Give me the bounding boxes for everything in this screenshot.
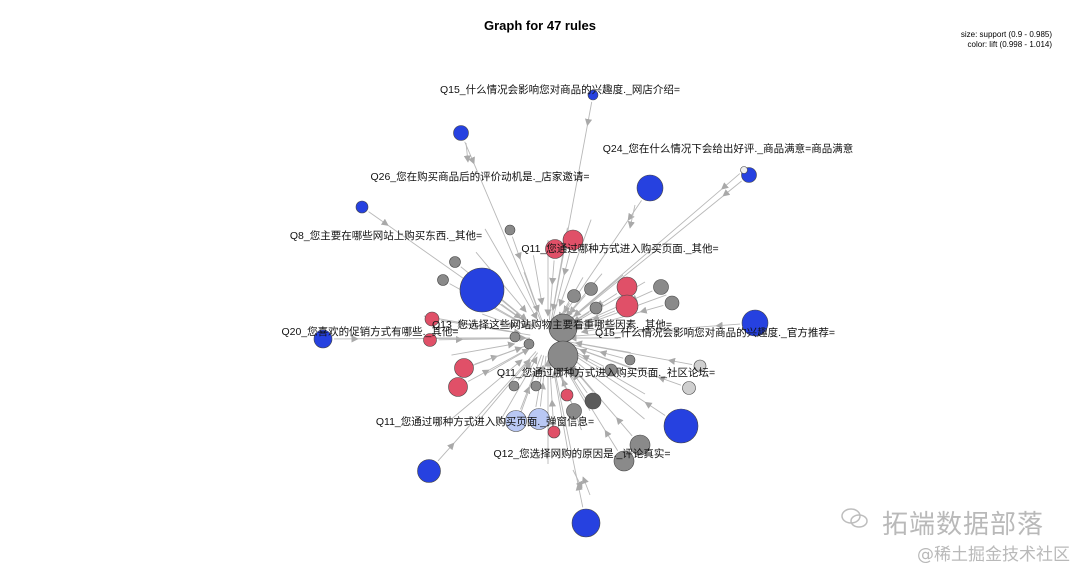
rule-node — [665, 296, 679, 310]
edge-layer — [334, 102, 742, 507]
rule-node — [505, 225, 515, 235]
edge — [541, 355, 544, 367]
edge — [587, 102, 591, 126]
label-layer: Q15_什么情况会影响您对商品的兴趣度._网店介绍= Q24_您在什么情况下会给出… — [281, 83, 853, 460]
item-label: Q24_您在什么情况下会给出好评._商品满意=商品满意 — [603, 142, 854, 155]
rule-node — [585, 283, 598, 296]
edge — [640, 305, 663, 312]
rule-node — [510, 332, 520, 342]
item-label: Q11_您通过哪种方式进入购买页面._社区论坛= — [497, 366, 715, 379]
rule-node — [418, 460, 441, 483]
edge — [573, 470, 582, 488]
rule-node — [617, 277, 637, 297]
rule-node — [460, 268, 504, 312]
watermark-sub: @稀土掘金技术社区 — [917, 540, 1070, 565]
edge — [438, 443, 454, 461]
edge — [520, 387, 529, 409]
edge — [723, 181, 742, 196]
edge — [501, 304, 520, 318]
legend: size: support (0.9 - 0.985) color: lift … — [961, 30, 1052, 50]
rule-node — [572, 509, 600, 537]
edge — [562, 189, 722, 326]
edge — [564, 252, 570, 275]
rule-node — [449, 378, 468, 397]
rule-node — [637, 175, 663, 201]
edge — [533, 255, 542, 304]
node-layer — [314, 90, 768, 537]
edge — [552, 260, 554, 284]
edge — [669, 360, 693, 364]
graph-title: Graph for 47 rules — [0, 18, 1080, 33]
item-label: Q26_您在购买商品后的评价动机是._店家邀请= — [370, 170, 589, 183]
item-label: Q11_您通过哪种方式进入购买页面._弹窗信息= — [376, 415, 594, 428]
rule-node — [531, 381, 541, 391]
edge — [520, 259, 542, 321]
item-label: Q11_您通过哪种方式进入购买页面._其他= — [521, 242, 718, 255]
item-label: Q12_您选择网购的原因是._评论真实= — [493, 447, 670, 460]
rule-node — [455, 359, 474, 378]
edge — [617, 418, 633, 436]
rule-node — [625, 355, 635, 365]
rule-node — [450, 257, 461, 268]
watermark-main: 拓端数据部落 — [882, 504, 1044, 541]
item-label: Q15_什么情况会影响您对商品的兴趣度._网店介绍= — [440, 83, 680, 96]
edge — [628, 200, 641, 220]
rule-node — [616, 295, 638, 317]
edge — [549, 284, 552, 320]
rule-node — [683, 382, 696, 395]
edge — [645, 402, 665, 415]
legend-size: size: support (0.9 - 0.985) — [961, 30, 1052, 40]
rule-node — [509, 381, 519, 391]
edge — [722, 174, 740, 190]
rule-node — [590, 302, 602, 314]
edge — [562, 196, 723, 327]
rule-node — [664, 409, 698, 443]
item-label: Q8_您主要在哪些网站上购买东西._其他= — [290, 229, 482, 242]
edge — [524, 272, 538, 311]
legend-color: color: lift (0.998 - 1.014) — [961, 40, 1052, 50]
rule-node — [454, 126, 469, 141]
rule-node — [741, 167, 748, 174]
rule-node — [568, 290, 581, 303]
item-label: Q15_什么情况会影响您对商品的兴趣度._官方推荐= — [595, 326, 835, 339]
edge — [466, 143, 468, 162]
rule-node — [585, 393, 601, 409]
rule-node — [524, 339, 534, 349]
edge — [716, 324, 740, 326]
rule-node — [356, 201, 368, 213]
edge — [369, 212, 389, 226]
edge — [583, 477, 590, 495]
item-label: Q20_您喜欢的促销方式有哪些._其他= — [281, 325, 458, 338]
wechat-logo-icon — [840, 507, 870, 529]
rule-node — [561, 389, 573, 401]
rule-node — [654, 280, 669, 295]
rule-node — [438, 275, 449, 286]
